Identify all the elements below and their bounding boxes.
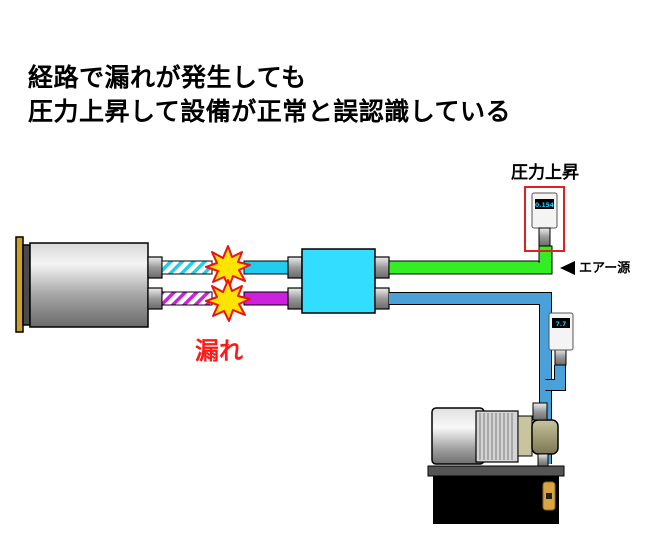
- air-line-horizontal: [388, 260, 553, 275]
- pressure-switch-top-display: [535, 199, 554, 209]
- pump-coupling: [517, 415, 533, 457]
- valve-block: [301, 248, 376, 314]
- valve-left-bottom-fitting: [287, 287, 303, 310]
- motor-fin-lines: [479, 413, 513, 460]
- pressure-switch-bottom-reading: 7.7: [556, 321, 567, 328]
- oil-level-indicator: [546, 493, 552, 499]
- pressure-rise-label: 圧力上昇: [511, 162, 579, 183]
- air-source-label: エアー源: [579, 260, 630, 276]
- pump-outlet-fitting: [532, 402, 548, 421]
- motor: [431, 402, 559, 467]
- pressure-switch-top-reading: 0.154: [535, 202, 554, 209]
- leaking-hose-bottom: [161, 291, 213, 306]
- gauge-branch: [545, 365, 565, 390]
- leak-spark-bottom: [205, 279, 251, 322]
- pressure-highlight-box: [524, 186, 565, 252]
- pressure-switch-top: [531, 192, 558, 229]
- cylinder-body: [29, 242, 149, 328]
- cylinder-port-bottom-fitting: [147, 287, 163, 310]
- oil-tank: [433, 476, 559, 524]
- pump-body: [531, 419, 559, 455]
- pressure-switch-bottom-display: [552, 318, 570, 328]
- hose-top-cyan: [243, 260, 289, 275]
- air-source-arrow-icon: [560, 261, 575, 275]
- hydraulic-cylinder: [15, 236, 149, 333]
- title-line-1: 経路で漏れが発生しても: [28, 63, 307, 92]
- leak-label: 漏れ: [195, 337, 243, 365]
- cylinder-flange-outer: [15, 236, 24, 333]
- cylinder-flange-inner: [22, 244, 31, 326]
- tank-lid: [427, 465, 565, 477]
- valve-left-top-fitting: [287, 256, 303, 279]
- title-line-2: 圧力上昇して設備が正常と誤認識している: [28, 97, 512, 126]
- pressure-switch-bottom-stem: [554, 348, 567, 366]
- leaking-hose-top: [161, 260, 213, 275]
- valve-right-bottom-fitting: [374, 287, 390, 310]
- valve-right-top-fitting: [374, 256, 390, 279]
- pump-inlet-fitting: [537, 453, 549, 467]
- air-line-joint: [540, 258, 551, 264]
- pressure-switch-top-stem: [538, 227, 551, 247]
- cylinder-port-top-fitting: [147, 256, 163, 279]
